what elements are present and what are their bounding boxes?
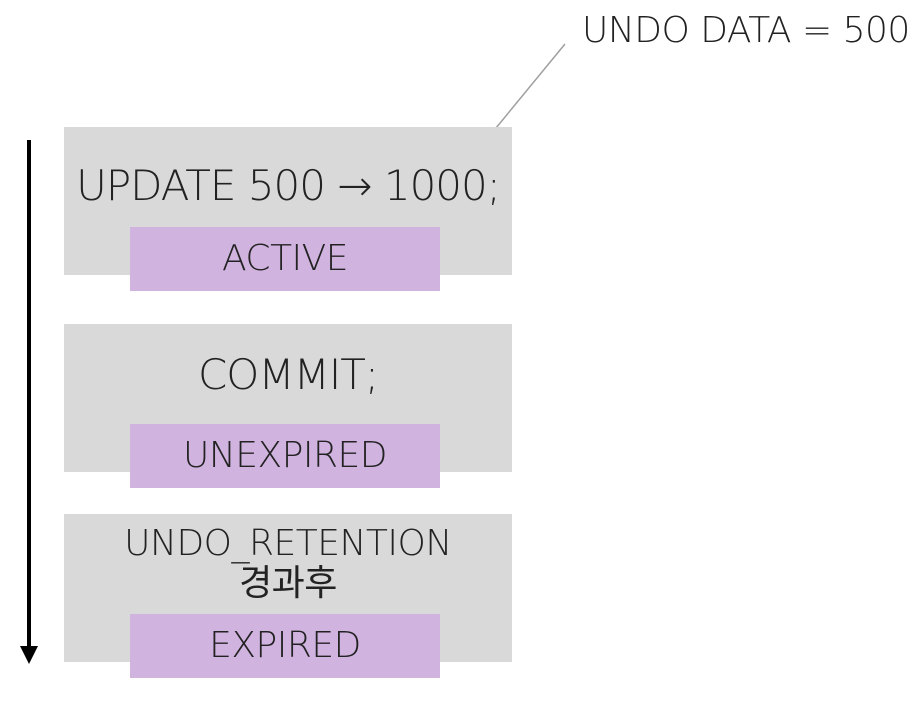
- status-badge-unexpired: UNEXPIRED: [130, 424, 440, 488]
- retention-statement: UNDO_RETENTION 경과후: [124, 523, 452, 604]
- status-badge-expired: EXPIRED: [130, 614, 440, 678]
- time-arrow-head: [20, 646, 38, 664]
- status-badge-active: ACTIVE: [130, 227, 440, 291]
- undo-data-label: UNDO DATA = 500: [582, 10, 910, 51]
- commit-statement: COMMIT;: [197, 350, 379, 399]
- update-statement: UPDATE 500 → 1000;: [76, 161, 501, 210]
